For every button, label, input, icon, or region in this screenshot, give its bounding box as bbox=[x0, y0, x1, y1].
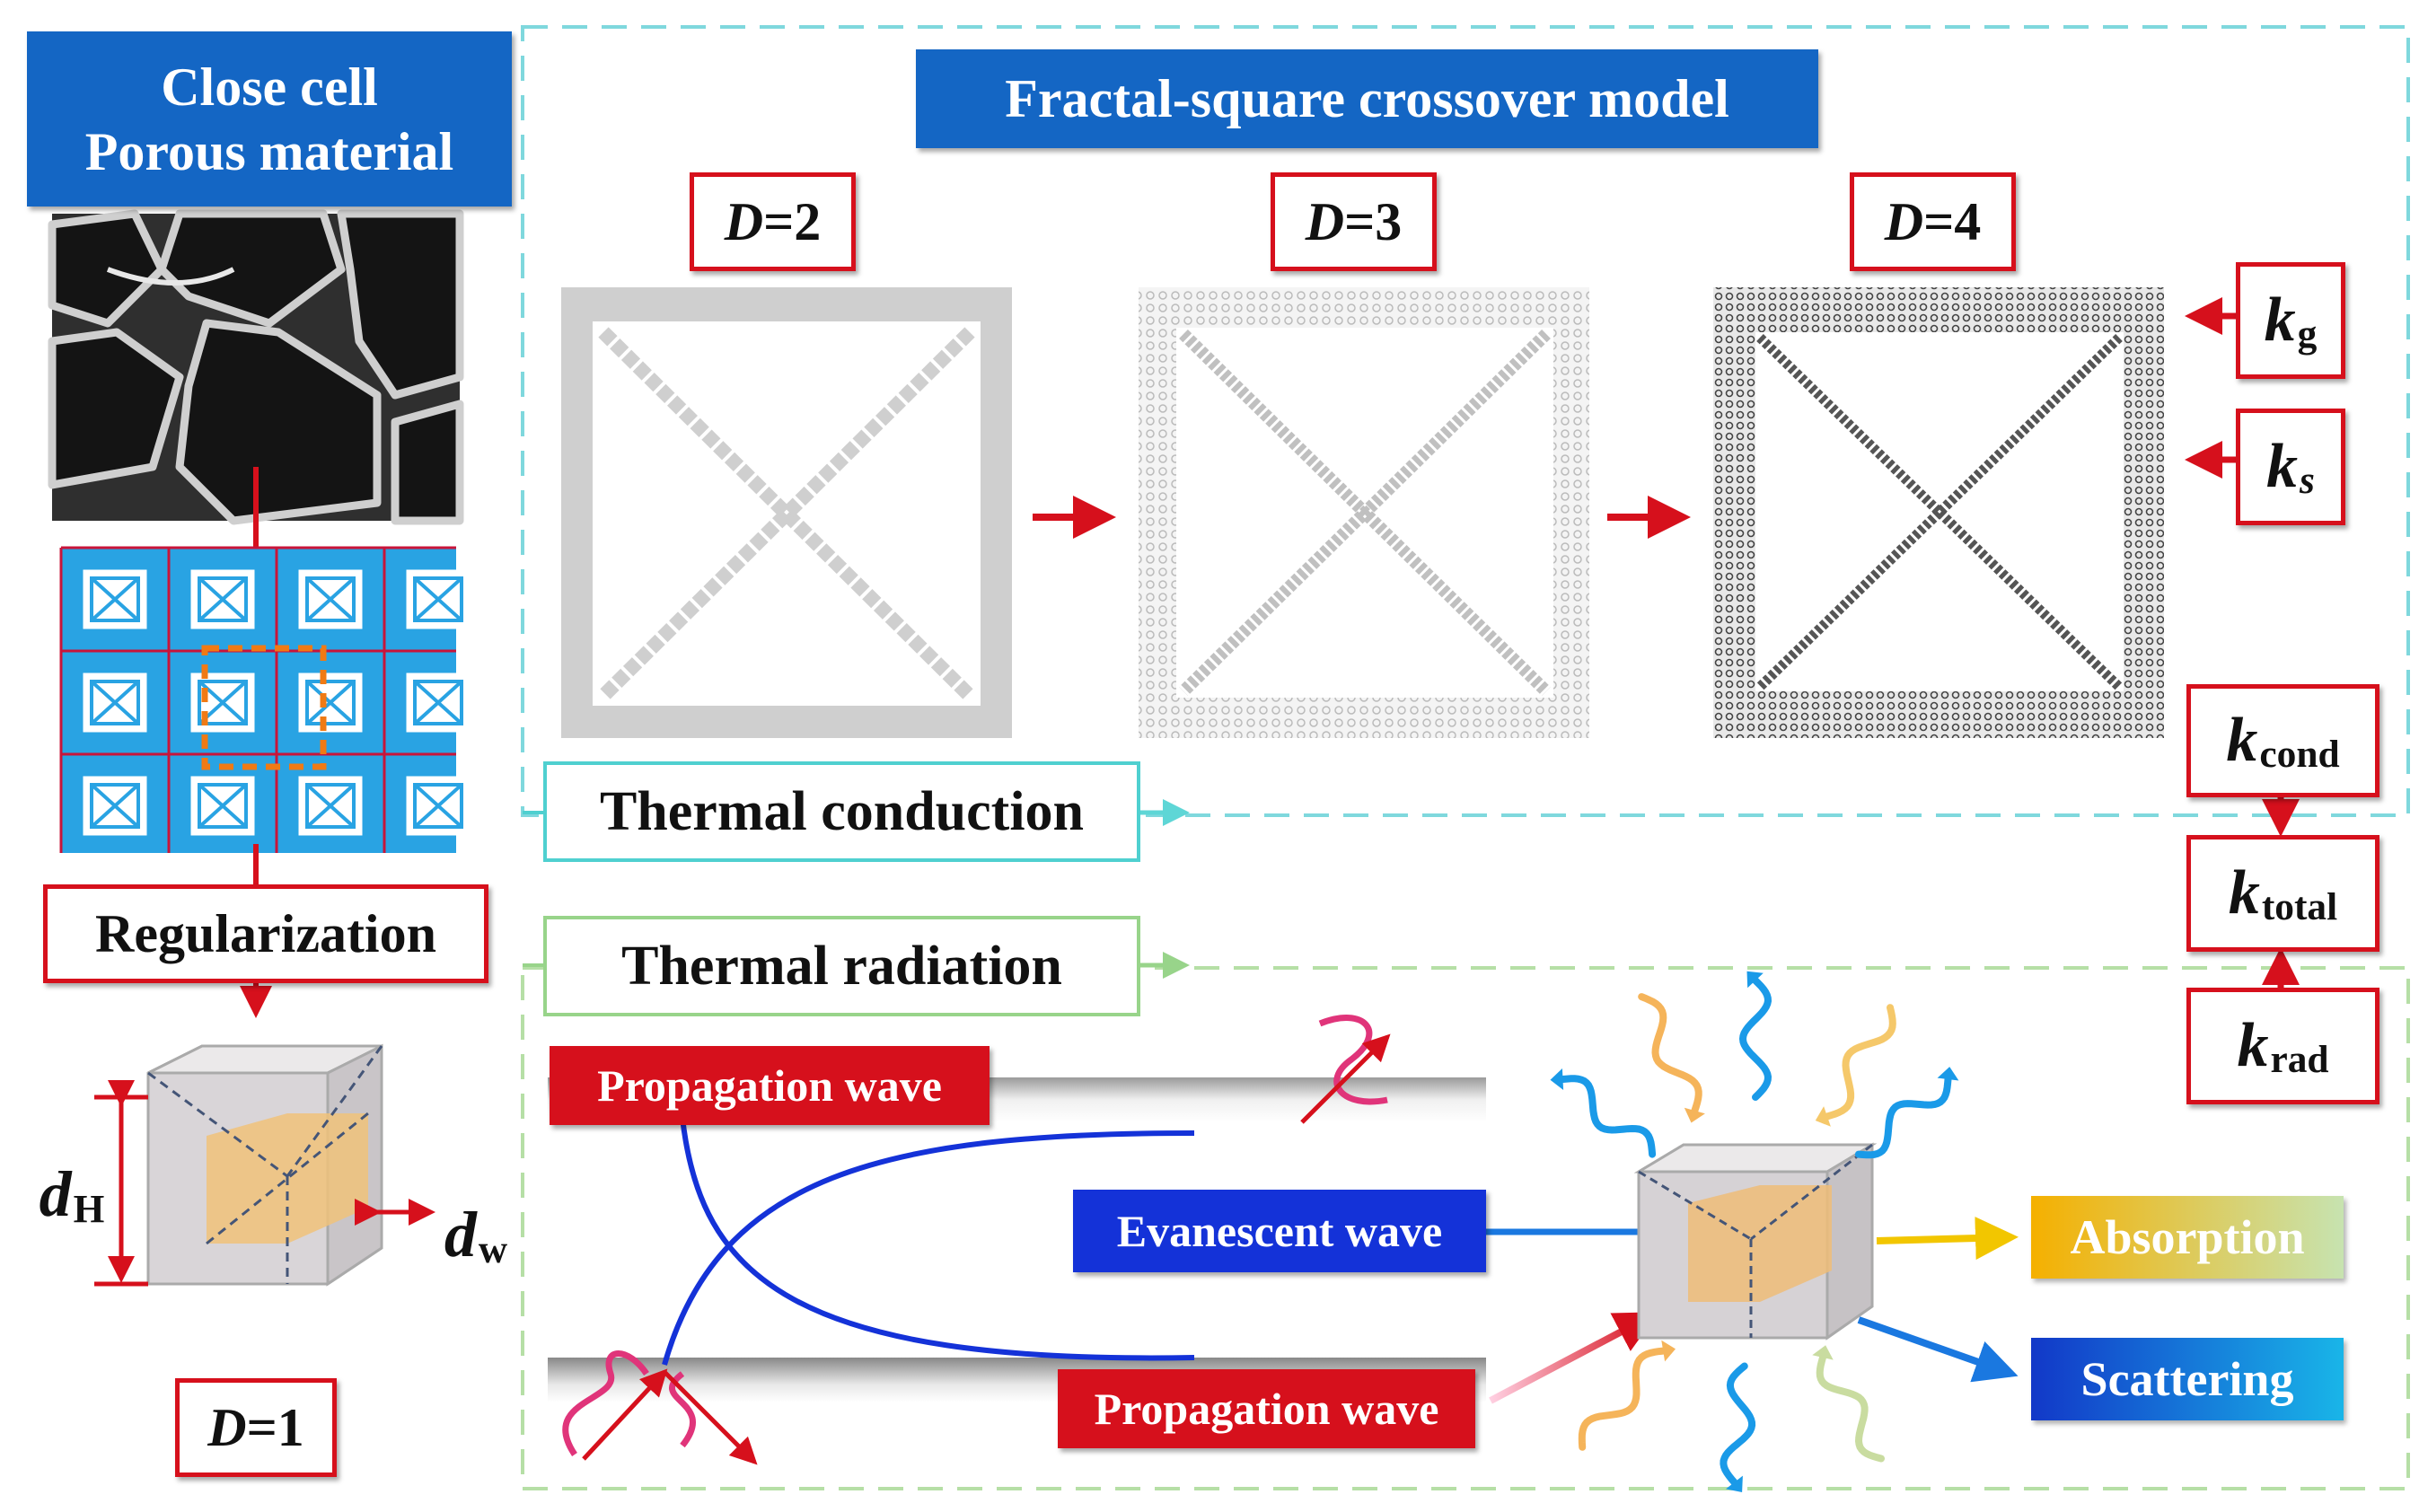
radiation-waves bbox=[1550, 971, 1959, 1492]
radiation-wave-2 bbox=[1854, 1076, 1952, 1159]
thermal-radiation-label: Thermal radiation bbox=[543, 916, 1140, 1016]
radiation-wave-5 bbox=[1824, 1004, 1896, 1121]
d3-label: D=3 bbox=[1271, 172, 1437, 271]
fractal-model-title: Fractal-square crossover model bbox=[916, 49, 1818, 148]
radiation-wave-head-6 bbox=[1661, 1340, 1676, 1362]
regularization-label: Regularization bbox=[43, 884, 488, 983]
evanescent-wave-label: Evanescent wave bbox=[1073, 1190, 1486, 1272]
dh-dimension bbox=[94, 1080, 148, 1287]
close-cell-line1: Close cell bbox=[161, 57, 378, 117]
radiation-wave-6 bbox=[1578, 1347, 1667, 1451]
radiation-wave-head-3 bbox=[1726, 1475, 1743, 1492]
radiation-wave-head-0 bbox=[1746, 971, 1764, 989]
radiation-wave-7 bbox=[1816, 1353, 1885, 1463]
radiation-wave-head-4 bbox=[1684, 1107, 1705, 1123]
close-cell-line2: Porous material bbox=[84, 121, 454, 181]
d4-label: D=4 bbox=[1850, 172, 2016, 271]
propagation-wave-top-label: Propagation wave bbox=[550, 1046, 990, 1125]
evanescent-curve-a bbox=[680, 1117, 1195, 1361]
lattice-cells bbox=[59, 546, 471, 853]
radiation-wave-3 bbox=[1720, 1362, 1756, 1486]
radiation-region bbox=[521, 966, 2410, 1490]
radiation-wave-head-7 bbox=[1812, 1345, 1834, 1360]
unit-cube bbox=[146, 1043, 383, 1287]
radiation-wave-1 bbox=[1559, 1075, 1657, 1158]
scattering-cube bbox=[1633, 1142, 1878, 1341]
d2-label: D=2 bbox=[690, 172, 856, 271]
conduction-region bbox=[521, 25, 2410, 817]
fractal-d4 bbox=[1713, 287, 2164, 738]
close-cell-title: Close cell Porous material bbox=[27, 31, 512, 207]
radiation-wave-head-2 bbox=[1937, 1067, 1959, 1081]
fractal-d3 bbox=[1139, 287, 1589, 738]
radiation-wave-head-1 bbox=[1550, 1068, 1564, 1090]
evanescent-curve-b bbox=[662, 1130, 1195, 1366]
radiation-wave-4 bbox=[1638, 993, 1702, 1114]
d1-label: D=1 bbox=[175, 1378, 337, 1477]
scattering-label: Scattering bbox=[2031, 1338, 2344, 1420]
radiation-wave-0 bbox=[1738, 977, 1772, 1101]
absorption-label: Absorption bbox=[2031, 1196, 2344, 1279]
radiation-wave-head-5 bbox=[1815, 1106, 1831, 1127]
propagation-wave-bottom-label: Propagation wave bbox=[1058, 1369, 1475, 1448]
fractal-d2 bbox=[561, 287, 1012, 738]
thermal-conduction-label: Thermal conduction bbox=[543, 761, 1140, 862]
